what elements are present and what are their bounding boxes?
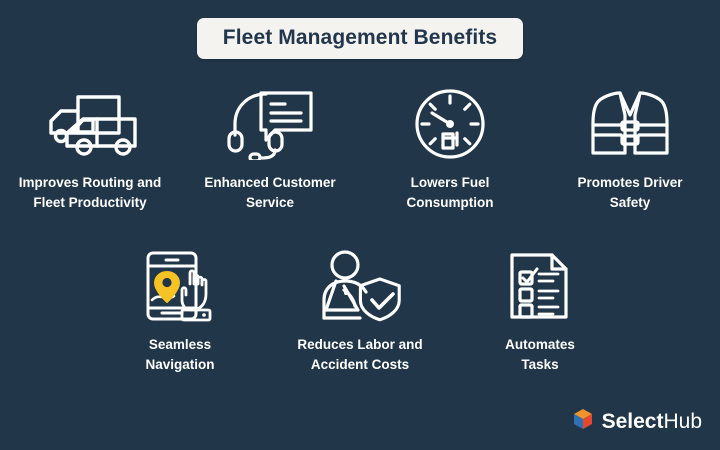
benefit-card-reduces-labor-costs: Reduces Labor and Accident Costs [270, 250, 450, 374]
injured-worker-shield-icon [314, 250, 406, 322]
benefit-label: Seamless Navigation [145, 337, 215, 372]
safety-vest-icon [587, 88, 673, 160]
selecthub-logo: SelectHub [571, 407, 702, 436]
title-banner: Fleet Management Benefits [196, 18, 524, 59]
title-banner-wrapper: Fleet Management Benefits [0, 18, 720, 59]
headset-chat-icon [225, 88, 315, 160]
benefit-card-driver-safety: Promotes Driver Safety [540, 88, 720, 212]
benefit-label: Lowers Fuel Consumption [406, 175, 494, 210]
benefit-label: Automates Tasks [505, 337, 575, 372]
benefit-label: Reduces Labor and Accident Costs [297, 337, 423, 372]
logo-select-text: Select [601, 410, 664, 433]
benefit-label: Enhanced Customer Service [204, 175, 336, 210]
logo-hub-text: Hub [663, 410, 702, 433]
benefit-card-improves-routing: Improves Routing and Fleet Productivity [0, 88, 180, 212]
benefit-label: Improves Routing and Fleet Productivity [18, 175, 162, 210]
selecthub-cube-icon [571, 407, 595, 436]
selecthub-wordmark: SelectHub [602, 411, 702, 432]
benefit-card-customer-service: Enhanced Customer Service [180, 88, 360, 212]
delivery-trucks-icon [31, 88, 149, 160]
benefit-label: Promotes Driver Safety [577, 175, 683, 210]
benefits-row-2: Seamless Navigation [0, 250, 720, 374]
page-title: Fleet Management Benefits [222, 26, 498, 49]
benefit-card-automates-tasks: Automates Tasks [450, 250, 630, 374]
fuel-gauge-icon [414, 88, 486, 160]
benefits-row-1: Improves Routing and Fleet Productivity [0, 88, 720, 212]
checklist-document-icon [506, 250, 574, 322]
smartphone-map-pin-icon [142, 250, 218, 322]
benefit-card-seamless-navigation: Seamless Navigation [90, 250, 270, 374]
benefit-card-lowers-fuel: Lowers Fuel Consumption [360, 88, 540, 212]
